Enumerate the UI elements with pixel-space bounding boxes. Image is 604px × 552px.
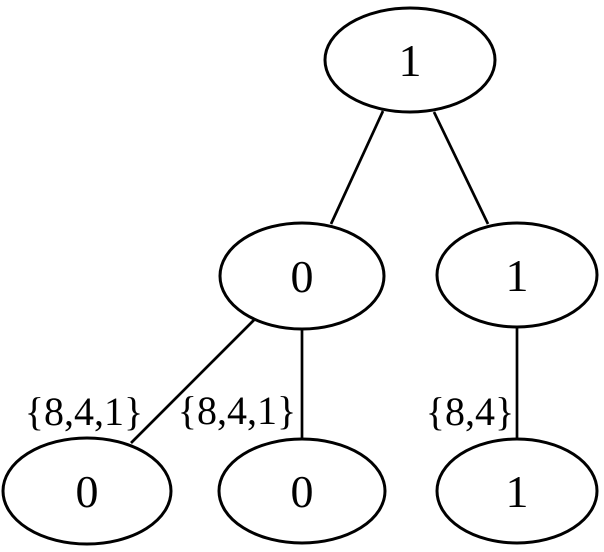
- node-root-ellipse: [323, 6, 497, 114]
- node-bottom-left-ellipse: [1, 436, 173, 546]
- edge-root-to-mid-left: [329, 110, 385, 225]
- node-bottom-middle: 0: [217, 437, 387, 545]
- edge-mid-left-to-bottom-left: [130, 319, 255, 444]
- edge-label-bottom-left: {8,4,1}: [25, 389, 143, 434]
- node-bottom-middle-ellipse: [217, 437, 387, 545]
- node-mid-right-ellipse: [435, 221, 599, 329]
- node-mid-right-label: 1: [506, 250, 529, 301]
- node-bottom-left-label: 0: [76, 466, 99, 517]
- edge-label-bottom-right: {8,4}: [426, 389, 514, 434]
- edge-label-bottom-middle: {8,4,1}: [178, 388, 296, 433]
- node-bottom-right: 1: [435, 437, 599, 545]
- edge-root-to-mid-right: [432, 111, 490, 225]
- node-mid-right: 1: [435, 221, 599, 329]
- node-bottom-right-label: 1: [506, 466, 529, 517]
- node-root: 1: [323, 6, 497, 114]
- node-root-label: 1: [399, 35, 422, 86]
- node-bottom-right-ellipse: [435, 437, 599, 545]
- node-bottom-left: 0: [1, 436, 173, 546]
- node-mid-left-ellipse: [218, 221, 386, 331]
- node-mid-left: 0: [218, 221, 386, 331]
- node-mid-left-label: 0: [291, 251, 314, 302]
- node-bottom-middle-label: 0: [291, 466, 314, 517]
